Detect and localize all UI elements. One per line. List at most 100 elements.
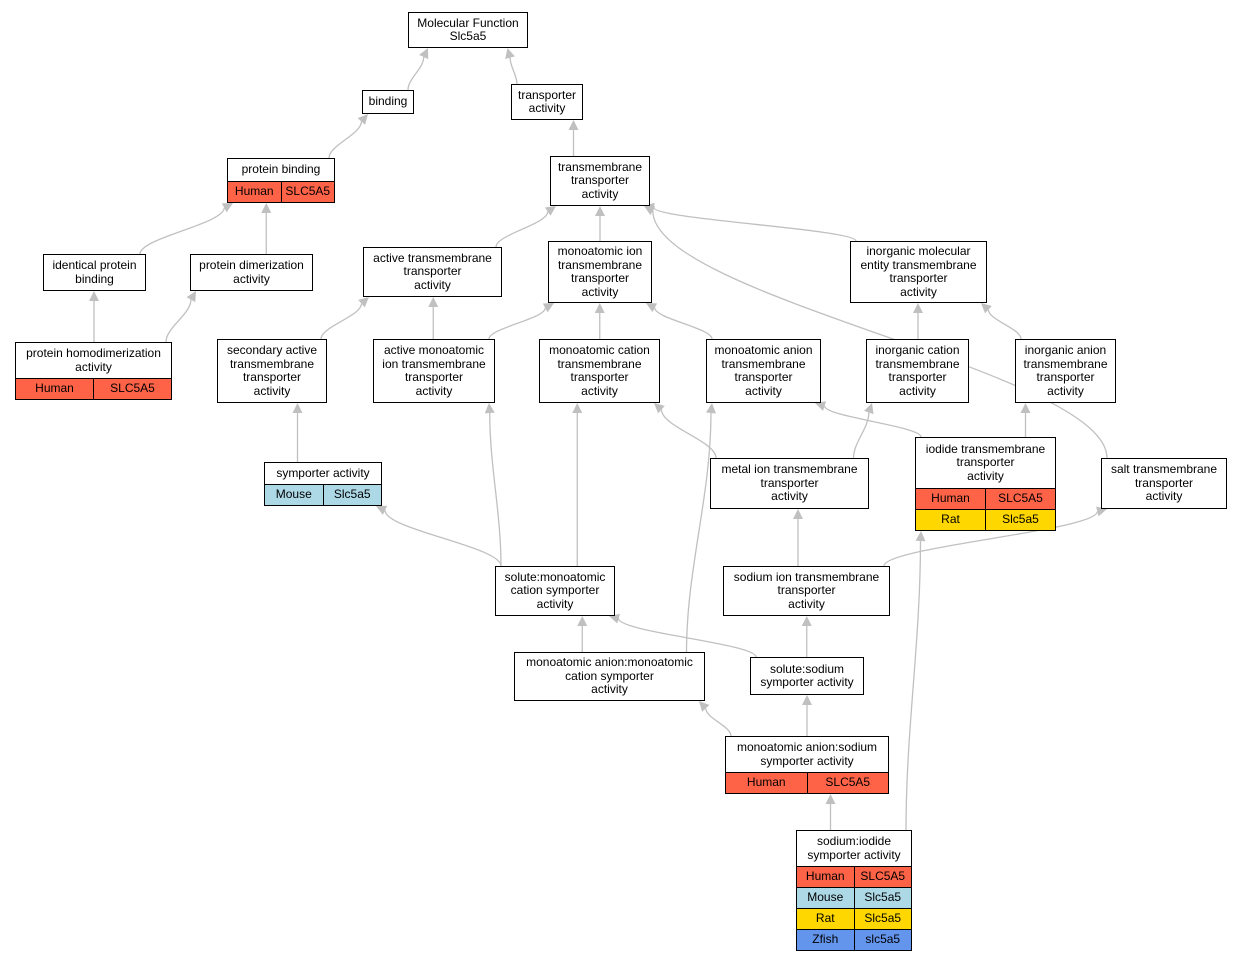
go-term-label: active monoatomic ion transmembrane tran… (382, 343, 486, 398)
arrowhead-icon (186, 291, 196, 303)
arrowhead-icon (542, 303, 554, 313)
arrowhead-icon (646, 303, 658, 313)
go-term-node-identical-protein[interactable]: identical protein binding (43, 254, 146, 291)
arrowhead-icon (793, 509, 803, 519)
go-term-node-active-monoatomic-ion[interactable]: active monoatomic ion transmembrane tran… (373, 339, 495, 403)
arrowhead-icon (1096, 506, 1107, 517)
go-term-node-mf[interactable]: Molecular Function Slc5a5 (408, 12, 528, 48)
arrowhead-icon (89, 291, 99, 301)
go-term-node-solute-sodium[interactable]: solute:sodium symporter activity (750, 657, 864, 695)
edge-solute-monoatomic-cation-to-symporter (384, 510, 502, 567)
go-term-node-monoatomic-anion-tm[interactable]: monoatomic anion transmembrane transport… (706, 339, 821, 403)
go-term-label: salt transmembrane transporter activity (1110, 462, 1218, 504)
edge-salt-tm-to-tm-transporter (652, 210, 1108, 459)
arrowhead-icon (815, 401, 827, 411)
edge-iodide-tm-to-monoatomic-anion-tm (823, 405, 922, 438)
gene-cell: SLC5A5 (985, 489, 1055, 509)
go-term-node-monoatomic-cation-tm[interactable]: monoatomic cation transmembrane transpor… (539, 339, 660, 403)
edge-sodium-ion-tm-to-salt-tm (883, 511, 1098, 567)
edge-solute-monoatomic-cation-to-active-monoatomic-ion (489, 412, 502, 567)
arrowhead-icon (544, 206, 556, 216)
gene-cell: SLC5A5 (853, 867, 912, 887)
go-term-node-transporter[interactable]: transporter activity (511, 84, 583, 120)
go-term-label: inorganic cation transmembrane transport… (875, 343, 960, 398)
go-term-node-monoatomic-anion-cation-sym[interactable]: monoatomic anion:monoatomic cation sympo… (514, 652, 705, 701)
go-term-label: monoatomic ion transmembrane transporter… (557, 244, 643, 299)
arrowhead-icon (864, 403, 874, 415)
species-cell: Human (234, 184, 274, 199)
go-term-label: sodium:iodide symporter activity (807, 834, 901, 862)
go-term-label: Molecular Function Slc5a5 (417, 15, 519, 43)
go-term-node-metal-ion[interactable]: metal ion transmembrane transporter acti… (710, 458, 869, 509)
arrowhead-icon (484, 403, 495, 414)
go-term-node-inorganic-anion[interactable]: inorganic anion transmembrane transporte… (1015, 339, 1116, 403)
go-term-label: monoatomic anion transmembrane transport… (714, 343, 813, 398)
arrowhead-icon (261, 203, 272, 213)
arrowhead-icon (221, 203, 233, 213)
edge-inorganic-anion-to-inorganic-molecular (987, 309, 1022, 340)
species-cell: Human (805, 869, 845, 884)
species-cell: Human (746, 775, 786, 790)
go-term-label: monoatomic cation transmembrane transpor… (549, 343, 650, 398)
go-term-node-solute-monoatomic-cation[interactable]: solute:monoatomic cation symporter activ… (495, 566, 615, 616)
go-term-node-salt-tm[interactable]: salt transmembrane transporter activity (1101, 458, 1227, 509)
go-term-node-active-tm[interactable]: active transmembrane transporter activit… (363, 247, 502, 297)
gene-cell: SLC5A5 (806, 773, 889, 793)
go-term-node-monoatomic-anion-sodium[interactable]: monoatomic anion:sodium symporter activi… (725, 736, 889, 794)
go-term-node-secondary-active[interactable]: secondary active transmembrane transport… (217, 339, 327, 403)
edge-binding-to-mf (407, 56, 425, 91)
go-term-node-sodium-ion-tm[interactable]: sodium ion transmembrane transporter act… (723, 566, 890, 616)
go-term-node-inorganic-molecular[interactable]: inorganic molecular entity transmembrane… (850, 241, 987, 303)
arrowhead-icon (594, 303, 605, 313)
go-term-label: transmembrane transporter activity (557, 159, 643, 201)
annotation-row: Human SLC5A5 (916, 488, 1055, 509)
species-cell: Mouse (275, 487, 312, 502)
edge-monoatomic-anion-sodium-to-monoatomic-anion-cation-sym (705, 708, 732, 737)
edge-sodium-iodide-to-iodide-tm (905, 540, 922, 831)
arrowhead-icon (572, 403, 583, 413)
gene-cell: slc5a5 (853, 930, 912, 950)
arrowhead-icon (801, 616, 812, 626)
arrowhead-icon (428, 297, 439, 307)
arrowhead-icon (913, 303, 923, 313)
go-term-label: sodium ion transmembrane transporter act… (733, 569, 880, 611)
arrowhead-icon (802, 695, 812, 705)
arrowhead-icon (505, 48, 515, 59)
arrowhead-icon (358, 297, 369, 308)
go-term-node-monoatomic-ion-tm[interactable]: monoatomic ion transmembrane transporter… (548, 241, 652, 303)
gene-cell: Slc5a5 (985, 510, 1055, 530)
go-term-node-inorganic-cation[interactable]: inorganic cation transmembrane transport… (866, 339, 969, 403)
edge-active-tm-to-tm-transporter (495, 211, 549, 248)
edge-metal-ion-to-inorganic-cation (852, 412, 870, 459)
species-cell: Human (931, 491, 970, 506)
go-term-label: identical protein binding (52, 258, 137, 286)
annotation-row: Human SLC5A5 (797, 866, 911, 887)
go-term-node-protein-dimerization[interactable]: protein dimerization activity (190, 254, 313, 291)
edge-identical-protein-to-protein-binding (139, 207, 225, 255)
annotation-row: Human SLC5A5 (726, 772, 888, 793)
go-term-label: transporter activity (517, 87, 577, 115)
go-term-label: solute:sodium symporter activity (760, 661, 854, 689)
arrowhead-icon (292, 403, 303, 413)
species-cell: Rat (941, 512, 960, 527)
go-term-label: secondary active transmembrane transport… (226, 343, 318, 398)
edge-protein-homodimerization-to-protein-dimerization (165, 299, 192, 343)
go-term-label: metal ion transmembrane transporter acti… (721, 462, 858, 504)
gene-cell: Slc5a5 (322, 485, 382, 505)
go-term-node-iodide-tm[interactable]: iodide transmembrane transporter activit… (915, 437, 1056, 531)
arrowhead-icon (609, 613, 620, 624)
go-term-node-binding[interactable]: binding (362, 90, 414, 114)
go-term-label: protein binding (241, 162, 321, 177)
edge-metal-ion-to-monoatomic-cation-tm (660, 409, 717, 459)
go-term-node-tm-transporter[interactable]: transmembrane transporter activity (550, 156, 650, 206)
species-cell: Zfish (812, 932, 839, 947)
